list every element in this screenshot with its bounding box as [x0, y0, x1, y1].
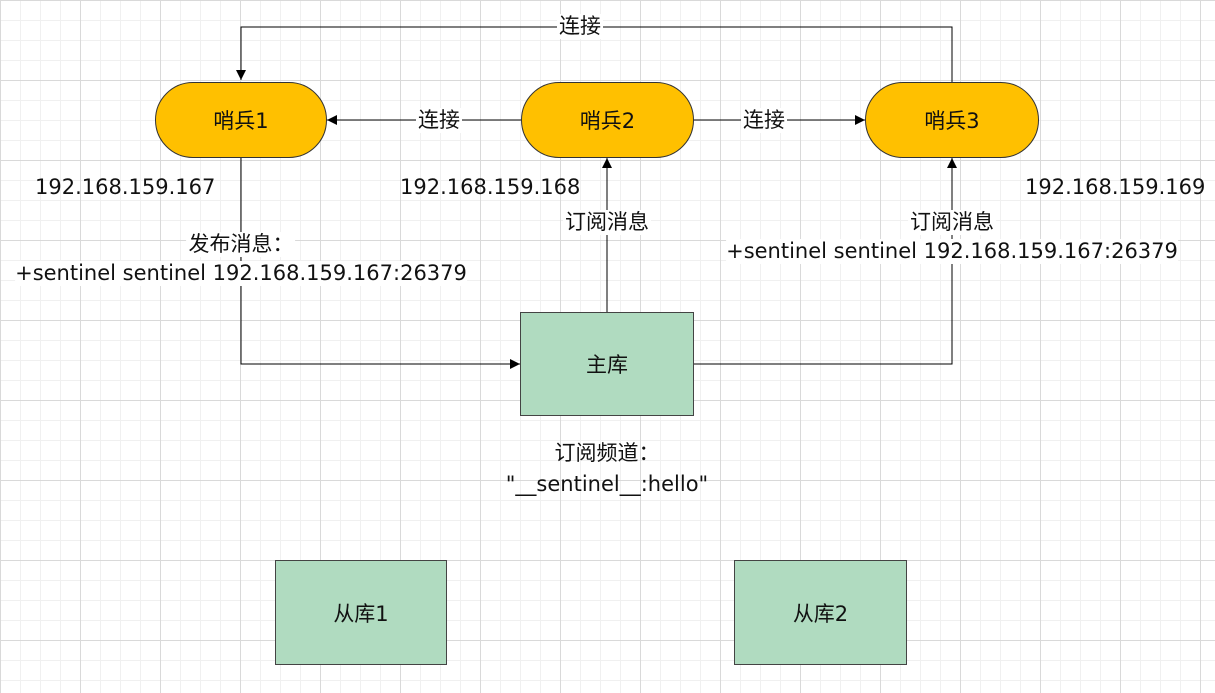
master-node[interactable]: 主库	[520, 312, 694, 416]
sentinel-3-ip: 192.168.159.169	[1025, 175, 1206, 199]
edge-label-connect-2-to-3: 连接	[741, 108, 787, 134]
channel-label: 订阅频道： "__sentinel__:hello"	[506, 441, 708, 497]
sentinel-2-ip: 192.168.159.168	[400, 175, 581, 199]
sentinel-node-1-label: 哨兵1	[213, 109, 269, 133]
sentinel-node-3-label: 哨兵3	[924, 109, 980, 133]
sentinel-node-2-label: 哨兵2	[579, 109, 636, 133]
edge-label-subscribe-3-title: 订阅消息	[907, 210, 996, 236]
edge-label-subscribe-2: 订阅消息	[563, 210, 651, 236]
sentinel-1-ip: 192.168.159.167	[35, 175, 216, 199]
edge-label-publish-1: 发布消息： +sentinel sentinel 192.168.159.167…	[15, 232, 467, 287]
sentinel-node-1[interactable]: 哨兵1	[155, 82, 327, 158]
replica-node-2[interactable]: 从库2	[734, 560, 907, 665]
edge-label-publish-1-message: +sentinel sentinel 192.168.159.167:26379	[15, 261, 467, 287]
edge-publish-1-to-master	[240, 158, 520, 369]
replica-node-2-label: 从库2	[792, 601, 849, 626]
edge-label-subscribe-3-message: +sentinel sentinel 192.168.159.167:26379	[726, 239, 1178, 265]
replica-node-1[interactable]: 从库1	[275, 560, 447, 665]
edge-label-connect-2-to-1: 连接	[416, 108, 462, 134]
sentinel-node-3[interactable]: 哨兵3	[865, 82, 1039, 158]
channel-label-title: 订阅频道：	[554, 441, 660, 465]
sentinel-node-2[interactable]: 哨兵2	[521, 82, 694, 158]
edge-label-publish-1-title: 发布消息：	[186, 232, 296, 258]
channel-label-name: "__sentinel__:hello"	[505, 472, 709, 497]
master-node-label: 主库	[586, 353, 628, 377]
edge-label-connect-top: 连接	[557, 14, 603, 40]
edge-label-subscribe-3: 订阅消息 +sentinel sentinel 192.168.159.167:…	[726, 210, 1178, 265]
replica-node-1-label: 从库1	[333, 601, 389, 626]
